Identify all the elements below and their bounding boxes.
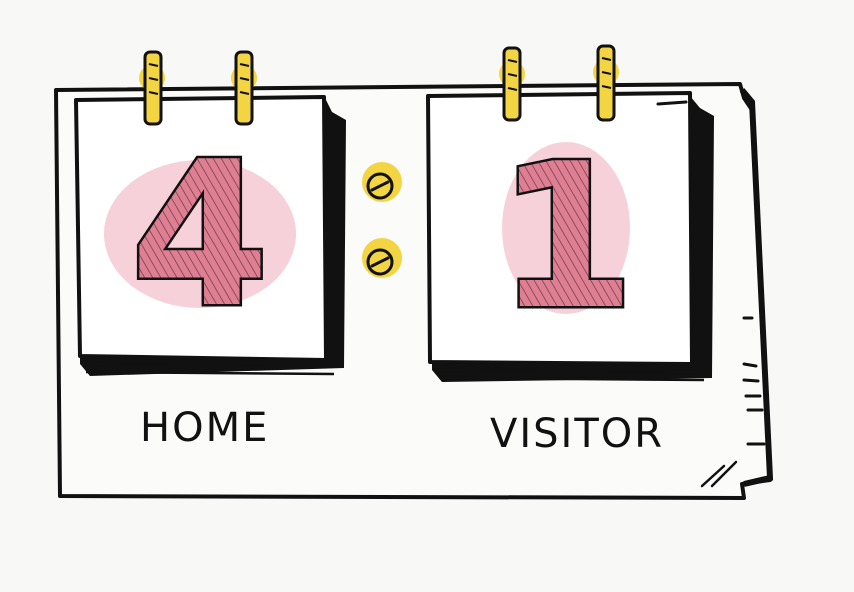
home-label: HOME	[140, 405, 270, 451]
visitor-score-splash	[502, 142, 630, 314]
colon-dot-icon	[362, 162, 402, 202]
binder-ring-icon	[593, 44, 619, 122]
visitor-score: 1	[496, 121, 635, 354]
binder-ring-icon	[139, 50, 165, 126]
binder-ring-icon	[231, 50, 257, 126]
visitor-label: VISITOR	[490, 411, 665, 457]
home-score: 4	[130, 119, 269, 352]
binder-ring-icon	[499, 46, 525, 122]
home-score-splash	[104, 160, 296, 308]
colon-dot-icon	[362, 238, 402, 278]
